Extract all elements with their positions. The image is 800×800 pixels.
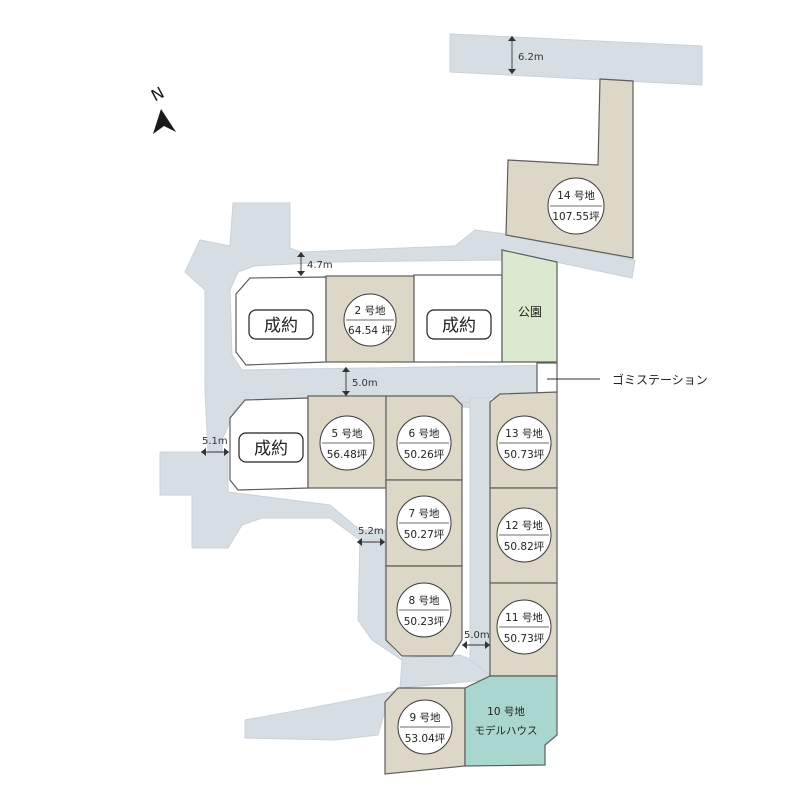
- road-top: [449, 33, 703, 86]
- dim-north-text: 4.7m: [307, 260, 333, 271]
- lot-10-number: 10 号地: [487, 705, 525, 718]
- lot-13-badge: 13 号地 50.73坪: [496, 415, 552, 471]
- lot-6-number: 6 号地: [408, 427, 440, 440]
- lot-7-area: 50.27坪: [404, 528, 445, 541]
- garbage-station-label: ゴミステーション: [612, 372, 708, 387]
- lot-2-area: 64.54 坪: [348, 324, 392, 337]
- lot-13-number: 13 号地: [505, 427, 543, 440]
- lot-10-model-house: モデルハウス: [475, 724, 538, 737]
- park-label: 公園: [518, 305, 542, 319]
- dim-east: 5.0m: [462, 630, 490, 649]
- dim-middle-text: 5.0m: [352, 378, 378, 389]
- lot-8-area: 50.23坪: [404, 615, 445, 628]
- lot-12-badge: 12 号地 50.82坪: [496, 507, 552, 563]
- lot-10-parcel[interactable]: [464, 675, 558, 767]
- lot-12-number: 12 号地: [505, 519, 543, 532]
- lot-12-area: 50.82坪: [504, 540, 545, 553]
- sold-label-3: 成約: [238, 432, 304, 463]
- lot-8-number: 8 号地: [408, 594, 440, 607]
- lot-2-badge: 2 号地 64.54 坪: [343, 293, 397, 347]
- lot-8-badge: 8 号地 50.23坪: [396, 582, 452, 638]
- dim-south-text: 5.2m: [358, 526, 384, 537]
- sold-label-3-text: 成約: [254, 439, 288, 459]
- lot-14-badge: 14 号地 107.55坪: [547, 177, 605, 235]
- road-north: [159, 202, 636, 741]
- lot-9-number: 9 号地: [409, 711, 441, 724]
- garbage-station-area: [536, 362, 558, 394]
- lot-5-number: 5 号地: [331, 427, 363, 440]
- lot-5-badge: 5 号地 56.48坪: [319, 415, 375, 471]
- lot-7-number: 7 号地: [408, 507, 440, 520]
- sold-label-2-text: 成約: [442, 316, 476, 336]
- north-arrow-icon: [153, 109, 176, 134]
- lot-11-area: 50.73坪: [504, 632, 545, 645]
- sold-label-1: 成約: [248, 309, 314, 340]
- dim-middle: 5.0m: [342, 367, 378, 396]
- sold-label-2: 成約: [426, 309, 492, 340]
- sold-label-1-text: 成約: [264, 316, 298, 336]
- dim-top: 6.2m: [508, 36, 544, 74]
- lot-14-area: 107.55坪: [552, 210, 600, 223]
- lot-9-area: 53.04坪: [405, 732, 446, 745]
- lot-10-label: 10 号地 モデルハウス: [475, 705, 538, 737]
- lot-6-area: 50.26坪: [404, 448, 445, 461]
- lot-11-number: 11 号地: [505, 611, 543, 624]
- north-label: N: [148, 83, 167, 105]
- dim-north: 4.7m: [297, 252, 333, 276]
- lot-6-badge: 6 号地 50.26坪: [396, 415, 452, 471]
- park-parcel[interactable]: [501, 249, 558, 363]
- lot-13-area: 50.73坪: [504, 448, 545, 461]
- lot-2-number: 2 号地: [354, 304, 386, 317]
- north-arrow: N: [148, 83, 176, 134]
- dim-west: 5.1m: [201, 436, 229, 456]
- dim-south: 5.2m: [357, 526, 385, 546]
- dim-east-text: 5.0m: [464, 630, 490, 641]
- dim-west-text: 5.1m: [202, 436, 228, 447]
- lot-11-badge: 11 号地 50.73坪: [496, 599, 552, 655]
- lot-14-number: 14 号地: [557, 189, 595, 202]
- dim-top-text: 6.2m: [518, 52, 544, 63]
- lot-7-badge: 7 号地 50.27坪: [396, 495, 452, 551]
- lot-5-area: 56.48坪: [327, 448, 368, 461]
- lot-9-badge: 9 号地 53.04坪: [397, 699, 453, 755]
